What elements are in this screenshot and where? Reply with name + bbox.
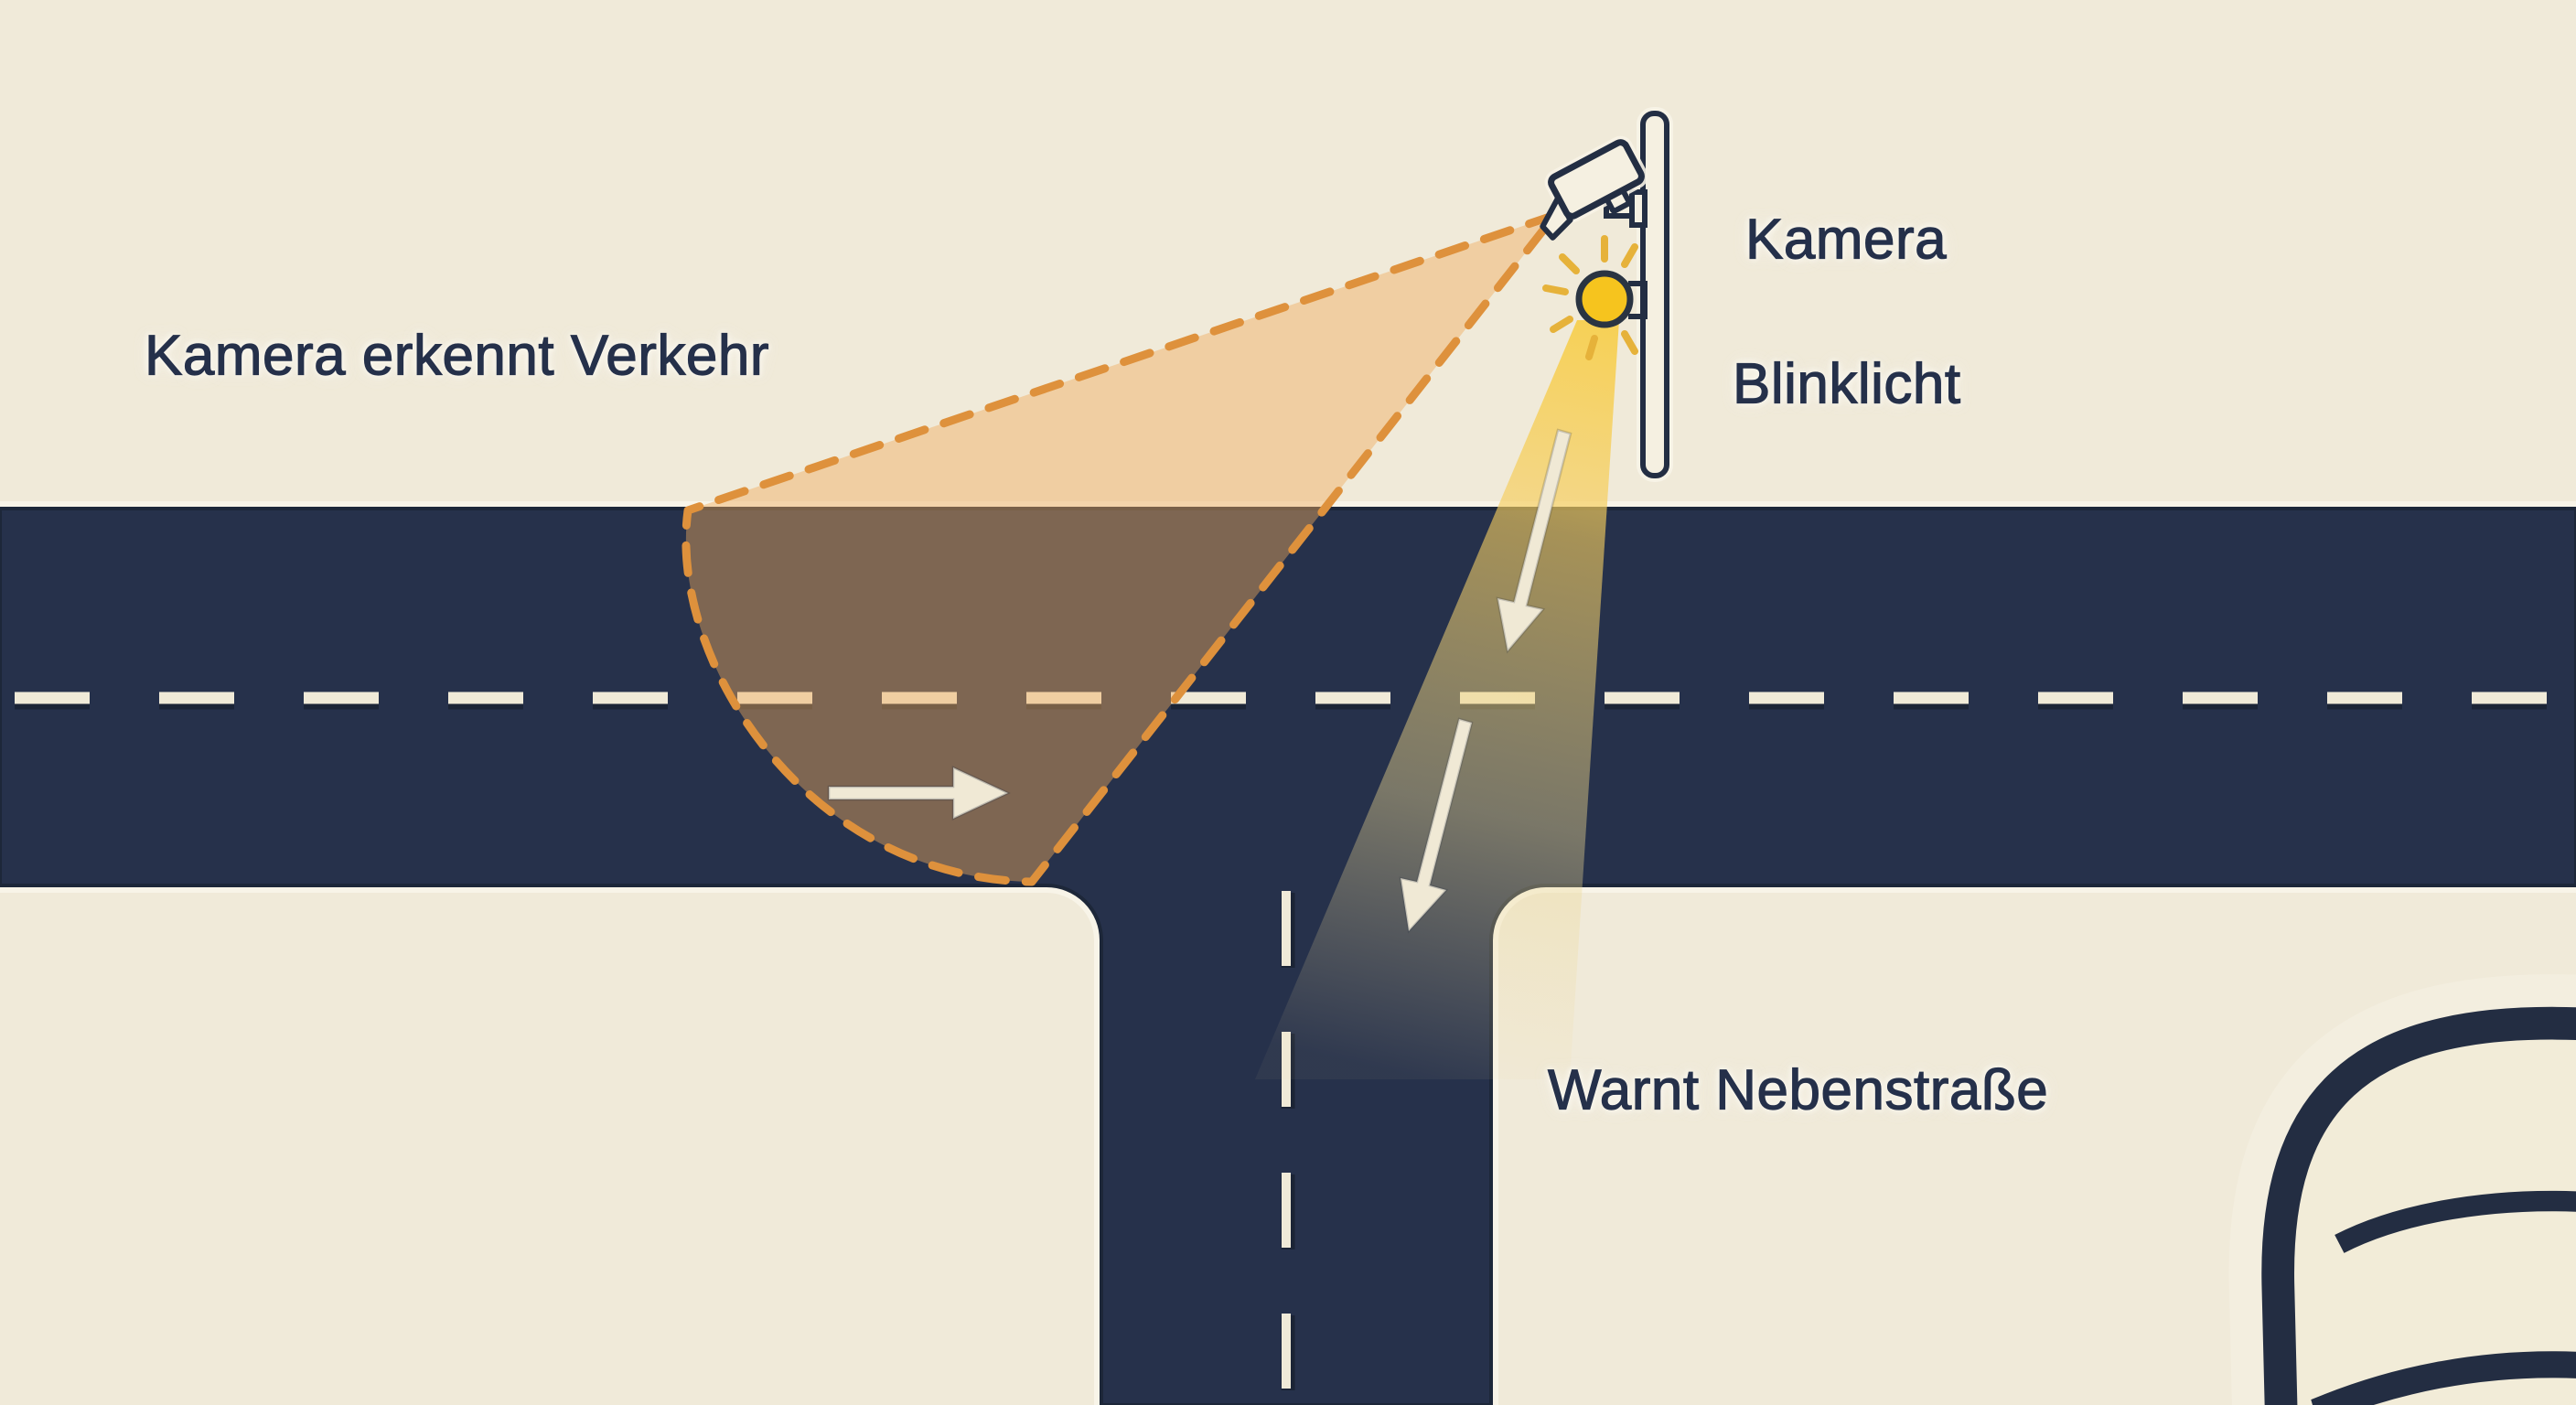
warning-arrow-lower (1399, 717, 1474, 934)
warning-arrow-upper (1496, 428, 1572, 654)
camera-detection-cone (682, 210, 1560, 886)
warning-light-beam (1255, 320, 1619, 1079)
cctv-camera-icon (1540, 135, 1648, 241)
car-side-road (2208, 1024, 2576, 1405)
traffic-direction-arrow (827, 766, 1011, 820)
label-camera: Kamera (1744, 208, 1948, 272)
label-camera-detects-traffic: Kamera erkennt Verkehr (144, 324, 770, 388)
blinking-light-icon (1542, 235, 1648, 360)
label-blinking-light: Blinklicht (1732, 352, 1961, 416)
side-road-center-line (1281, 891, 1295, 1405)
light-rays (1542, 235, 1638, 360)
label-warns-side-street: Warnt Nebenstraße (1547, 1058, 2049, 1122)
